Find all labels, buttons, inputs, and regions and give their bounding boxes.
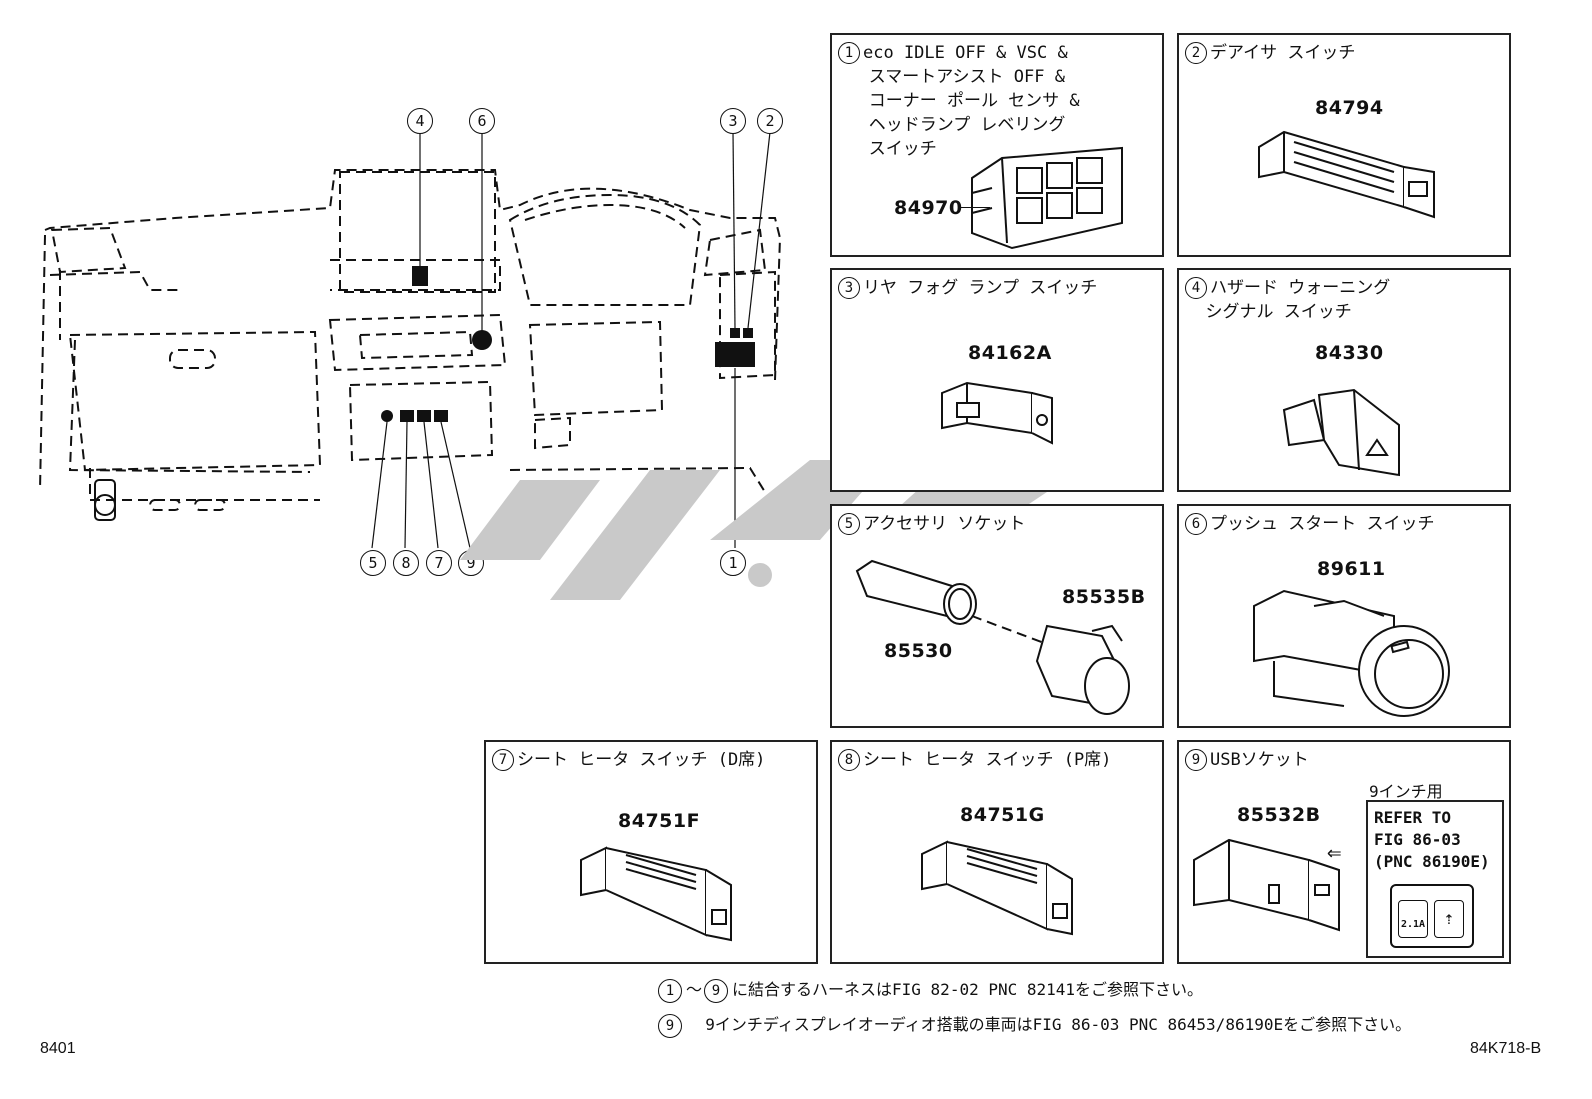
panel-title: アクセサリ ソケット: [863, 514, 1026, 534]
panel-number: 7: [492, 749, 514, 771]
callout-5: 5: [360, 550, 386, 576]
panel-title: リヤ フォグ ランプ スイッチ: [863, 278, 1098, 298]
refer-line-3: (PNC 86190E): [1374, 852, 1490, 871]
accessory-socket-drawing: [855, 559, 1130, 715]
callout-4: 4: [407, 108, 433, 134]
note-text-1: に結合するハーネスはFIG 82-02 PNC 82141をご参照下さい。: [732, 980, 1204, 999]
push-start-switch-drawing: [1253, 589, 1450, 717]
leader-line: [960, 207, 990, 208]
page-code-right: 84K718-B: [1470, 1040, 1542, 1057]
note-num-start: 1: [658, 979, 682, 1003]
part-number: 84794: [1315, 97, 1384, 119]
part-number: 84970: [894, 197, 963, 219]
panel-title: プッシュ スタート スイッチ: [1210, 514, 1435, 534]
callout-1: 1: [720, 550, 746, 576]
part-number: 84751F: [618, 810, 701, 832]
refer-box: REFER TO FIG 86-03 (PNC 86190E) 2.1A ⇡: [1366, 800, 1504, 958]
part-number: 84162A: [968, 342, 1052, 364]
refer-line-2: FIG 86-03: [1374, 830, 1461, 849]
seat-heater-switch-p-drawing: [921, 840, 1073, 936]
panel-title: ハザード ウォーニング シグナル スイッチ: [1205, 278, 1391, 322]
usb-label-tile: 2.1A: [1398, 900, 1428, 938]
part-number: 85532B: [1237, 804, 1321, 826]
panel-title: eco IDLE OFF & VSC & スマートアシスト OFF & コーナー…: [863, 43, 1080, 159]
panel-number: 1: [838, 42, 860, 64]
note-display-audio: 9 9インチディスプレイオーディオ搭載の車両はFIG 86-03 PNC 864…: [658, 1011, 1411, 1038]
part-number: 84751G: [960, 804, 1045, 826]
panel-number: 2: [1185, 42, 1207, 64]
callout-8: 8: [393, 550, 419, 576]
page-code-left: 8401: [40, 1040, 76, 1057]
usb-socket-drawing: [1193, 838, 1340, 932]
panel-number: 4: [1185, 277, 1207, 299]
part-number: 89611: [1317, 558, 1386, 580]
panel-title: デアイサ スイッチ: [1210, 43, 1356, 63]
callout-7: 7: [426, 550, 452, 576]
sub-label: 9インチ用: [1369, 782, 1443, 801]
note-num-end: 9: [704, 979, 729, 1003]
note-text-2: 9インチディスプレイオーディオ搭載の車両はFIG 86-03 PNC 86453…: [705, 1015, 1412, 1034]
dashboard-diagram: [39, 131, 782, 549]
panel-number: 8: [838, 749, 860, 771]
panel-number: 3: [838, 277, 860, 299]
refer-line-1: REFER TO: [1374, 808, 1452, 827]
part-number: 84330: [1315, 342, 1384, 364]
callout-2: 2: [757, 108, 783, 134]
panel-number: 6: [1185, 513, 1207, 535]
callout-6: 6: [469, 108, 495, 134]
seat-heater-switch-d-drawing: [580, 846, 732, 942]
hazard-switch-drawing: [1282, 388, 1400, 477]
panel-title: USBソケット: [1210, 750, 1309, 770]
arrow-icon: ⇐: [1327, 838, 1342, 866]
part-number-socket: 85530: [884, 640, 953, 662]
note-num: 9: [658, 1014, 682, 1038]
usb-icon: ⇡: [1434, 900, 1464, 938]
panel-number: 5: [838, 513, 860, 535]
rear-fog-switch-drawing: [941, 381, 1053, 445]
usb-faceplate: 2.1A ⇡: [1390, 884, 1474, 948]
panel-number: 9: [1185, 749, 1207, 771]
part-number-cap: 85535B: [1062, 586, 1146, 608]
callout-3: 3: [720, 108, 746, 134]
panel-title: シート ヒータ スイッチ (D席): [517, 750, 766, 770]
deicer-switch-drawing: [1258, 130, 1435, 219]
switch-cluster-drawing: [971, 146, 1123, 250]
panel-title: シート ヒータ スイッチ (P席): [863, 750, 1112, 770]
